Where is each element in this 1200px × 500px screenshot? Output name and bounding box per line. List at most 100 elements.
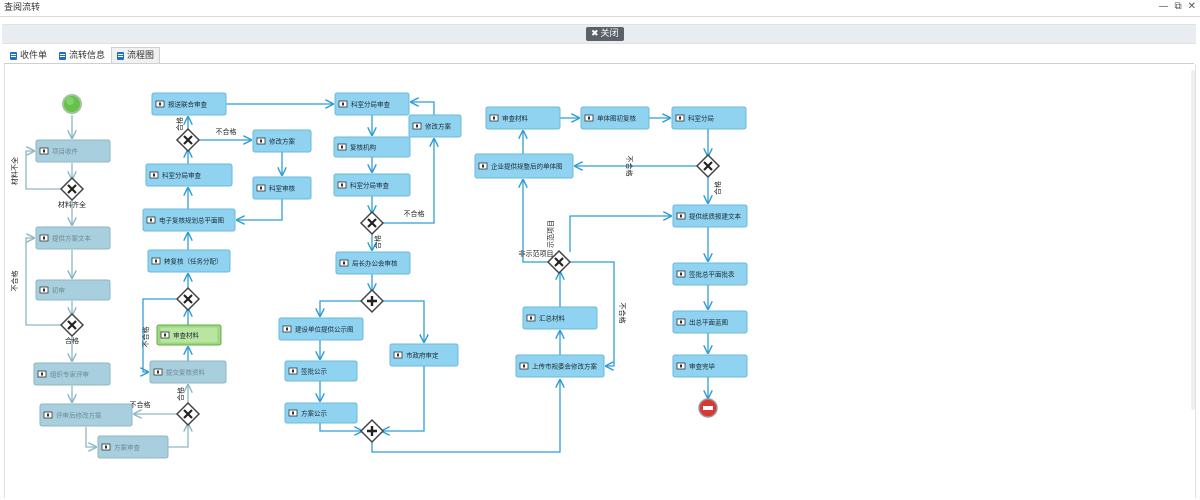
parallel-gateway xyxy=(359,288,385,314)
task-node-xgfa1[interactable]: 修改方案 xyxy=(252,129,312,153)
task-label: 科室分局审查 xyxy=(162,171,202,180)
edge-label: 材料不全 xyxy=(10,157,19,185)
tab-flowchart[interactable]: 流程图 xyxy=(111,47,161,64)
task-label: 报送联合审查 xyxy=(168,100,208,109)
task-label: 方案公示 xyxy=(301,409,328,418)
task-node-qytg[interactable]: 企业提供规整后的单体图 xyxy=(474,153,574,179)
window-controls: — ⧉ ✕ xyxy=(1158,0,1196,14)
exclusive-gateway xyxy=(59,312,85,338)
flow-edge xyxy=(371,380,560,453)
task-box xyxy=(39,403,133,427)
task-node-qpzpm[interactable]: 签批总平面批表 xyxy=(672,262,748,286)
task-node-ksfj[interactable]: 科室分局 xyxy=(671,106,747,130)
task-node-fhjg[interactable]: 复核机构 xyxy=(333,136,411,158)
edge-label: 不合格 xyxy=(618,303,627,324)
exclusive-gateway xyxy=(175,127,201,153)
close-window-icon[interactable]: ✕ xyxy=(1187,1,1196,12)
task-label: 提供纸质报建文本 xyxy=(689,212,742,221)
flow-edge xyxy=(143,298,178,372)
task-box xyxy=(408,114,462,138)
task-node-xmsj[interactable]: 项目收件 xyxy=(35,139,111,163)
task-box xyxy=(145,163,233,187)
task-box xyxy=(284,360,358,382)
task-node-tjfh[interactable]: 提交复核资料 xyxy=(149,360,227,384)
exclusive-gateway xyxy=(359,210,385,236)
task-box xyxy=(474,153,574,179)
task-label: 提供方案文本 xyxy=(52,234,92,243)
task-box xyxy=(252,129,312,153)
task-node-jzbg[interactable]: 局长办公会审核 xyxy=(335,251,411,275)
task-label: 提交复核资料 xyxy=(166,368,206,377)
task-node-dttj[interactable]: 单体图初复核 xyxy=(580,106,650,130)
task-node-ksfs3[interactable]: 科室分局审查 xyxy=(333,173,411,197)
task-node-bslh[interactable]: 报送联合审查 xyxy=(151,92,227,116)
task-label: 审查完毕 xyxy=(689,362,716,371)
task-box xyxy=(147,249,231,273)
task-box xyxy=(333,173,411,197)
task-box xyxy=(35,139,111,163)
tab-transfer-info[interactable]: 流转信息 xyxy=(53,47,111,64)
task-box xyxy=(335,251,411,275)
task-node-hzcl[interactable]: 汇总材料 xyxy=(522,306,598,330)
vertical-scrollbar[interactable] xyxy=(1191,70,1195,410)
task-label: 市政府审定 xyxy=(406,351,439,360)
end-event xyxy=(698,398,718,418)
minimize-icon[interactable]: — xyxy=(1158,1,1169,12)
document-icon xyxy=(59,52,67,60)
task-box xyxy=(284,402,358,424)
task-node-ksfs2[interactable]: 科室分局审查 xyxy=(334,92,410,116)
task-node-psyj[interactable]: 评审后修改方案 xyxy=(39,403,133,427)
task-node-scwb[interactable]: 审查完毕 xyxy=(672,354,748,378)
task-node-fash[interactable]: 方案审查 xyxy=(97,435,169,459)
task-label: 审查材料 xyxy=(502,114,529,123)
task-node-scl[interactable]: 审查材料 xyxy=(156,324,222,346)
flowchart-edges xyxy=(25,102,708,453)
task-label: 项目收件 xyxy=(52,147,79,156)
edge-label: 材料齐全 xyxy=(58,200,86,209)
task-node-tgfa[interactable]: 提供方案文本 xyxy=(35,226,111,250)
task-label: 签批总平面批表 xyxy=(689,270,735,279)
task-node-cpzpm[interactable]: 出总平面蓝图 xyxy=(672,310,748,334)
task-node-xgfa2[interactable]: 修改方案 xyxy=(408,114,462,138)
task-box xyxy=(252,176,312,200)
task-box xyxy=(149,360,227,384)
gateway-x-mark xyxy=(703,161,713,171)
task-node-tgzz[interactable]: 提供纸质报建文本 xyxy=(672,204,748,228)
task-node-ksfs1[interactable]: 科室分局审查 xyxy=(145,163,233,187)
task-node-szf[interactable]: 市政府审定 xyxy=(389,343,459,367)
gateway-x-mark xyxy=(554,257,564,267)
task-box xyxy=(672,204,748,228)
task-node-fags[interactable]: 方案公示 xyxy=(284,402,358,424)
edge-label: 合格 xyxy=(713,181,722,195)
task-node-zfh[interactable]: 转复核（任务分配） xyxy=(147,249,231,273)
task-box xyxy=(580,106,650,130)
task-node-cs[interactable]: 初审 xyxy=(35,279,111,301)
task-label: 复核机构 xyxy=(350,143,377,152)
task-node-pqgs[interactable]: 签批公示 xyxy=(284,360,358,382)
gateway-x-mark xyxy=(367,218,377,228)
flow-edge xyxy=(382,139,434,224)
edge-label: 合格 xyxy=(373,235,382,249)
task-node-sccl[interactable]: 审查材料 xyxy=(485,106,561,130)
task-box xyxy=(672,310,748,334)
edge-label: 非示范项目 xyxy=(519,249,554,258)
gateway-plus-mark xyxy=(367,426,377,436)
task-node-zzzj[interactable]: 组织专家评审 xyxy=(33,362,111,386)
tab-receipt[interactable]: 收件单 xyxy=(4,47,53,64)
exclusive-gateway xyxy=(175,286,201,312)
task-label: 初审 xyxy=(52,286,65,295)
task-label: 上传市规委会修改方案 xyxy=(532,362,598,371)
flow-edge xyxy=(168,424,188,448)
task-node-dzfh[interactable]: 电子复核规划总平面图 xyxy=(142,208,236,232)
task-label: 建设单位提供公示图 xyxy=(295,325,354,334)
close-button[interactable]: ✖ 关闭 xyxy=(586,27,624,41)
task-node-kssh[interactable]: 科室审核 xyxy=(252,176,312,200)
tab-label: 收件单 xyxy=(20,51,48,61)
task-node-ssgh[interactable]: 上传市规委会修改方案 xyxy=(515,354,605,378)
task-node-jsdw[interactable]: 建设单位提供公示图 xyxy=(278,317,364,341)
restore-icon[interactable]: ⧉ xyxy=(1174,1,1182,12)
task-box xyxy=(151,92,227,116)
task-box xyxy=(97,435,169,459)
flow-edge xyxy=(569,261,615,366)
flow-edge xyxy=(411,102,435,115)
